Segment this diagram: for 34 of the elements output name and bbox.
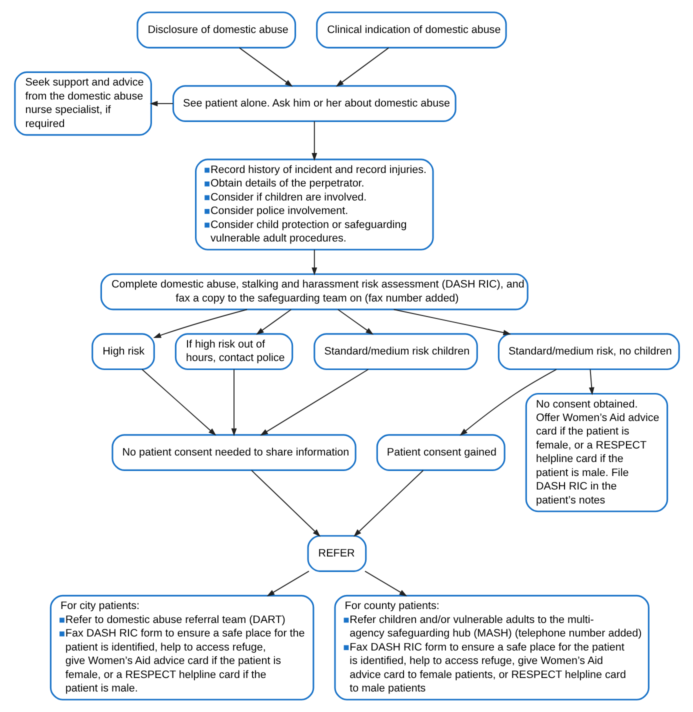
arrow <box>353 470 424 537</box>
arrow <box>266 570 309 596</box>
arrow <box>336 309 373 335</box>
node-box: Record history of incident and record injuries. Obtain details of the perpetrator. Consider if children are involved. Consider police involvement. Consider child protection or safeguarding vulnerable adult procedures. <box>194 158 434 250</box>
arrow <box>588 368 594 396</box>
node-box: No patient consent needed to share information <box>111 434 356 471</box>
node-box: High risk <box>91 333 154 370</box>
node-box: Seek support and advice from the domestic abuse nurse specialist, if required <box>14 71 152 136</box>
node-box: If high risk out of hours, contact police <box>174 333 293 370</box>
arrow <box>250 470 320 537</box>
arrow <box>238 47 292 87</box>
arrow <box>392 309 511 336</box>
arrow <box>152 308 248 338</box>
node-box: Standard/medium risk, no children <box>497 333 680 370</box>
node-box: REFER <box>306 535 366 572</box>
node-box: No consent obtained. Offer Women’s Aid advice card if the patient is female, or a RESPECT helpline card if the patient is male. File DASH RIC in the patient’s notes <box>524 392 668 512</box>
arrow <box>311 249 317 276</box>
arrow <box>149 100 173 106</box>
node-box: For city patients: Refer to domestic abuse referral team (DART) Fax DASH RIC form to ensure a safe place for the patient is identified, help to access refuge, give Women’s Aid advice card if the patient is female, or a RESPECT helpline card if the patient is male. <box>49 594 314 700</box>
arrow <box>335 47 389 87</box>
arrow <box>260 368 368 436</box>
arrow <box>459 368 556 436</box>
arrow <box>141 368 216 436</box>
arrow <box>256 309 292 335</box>
node-box: Standard/medium risk children <box>313 333 478 370</box>
node-box: Clinical indication of domestic abuse <box>316 12 506 48</box>
arrow <box>230 368 236 436</box>
node-box: See patient alone. Ask him or her about domestic abuse <box>172 85 456 122</box>
node-box: Patient consent gained <box>376 434 505 471</box>
node-box: For county patients: Refer children and/or vulnerable adults to the multi-agency safeguarding hub (MASH) (telephone number added) Fax DASH RIC form to ensure a safe place for the patient is identified, help to access refuge, give Women’s Aid advice card to female patients, or RESPECT helpline card to male patients <box>334 594 649 700</box>
node-box: Disclosure of domestic abuse <box>136 12 296 48</box>
arrow <box>364 570 407 596</box>
node-box: Complete domestic abuse, stalking and harassment risk assessment (DASH RIC), and fax a copy to the safeguarding team on (fax number added) <box>100 273 528 310</box>
arrow <box>311 120 317 161</box>
